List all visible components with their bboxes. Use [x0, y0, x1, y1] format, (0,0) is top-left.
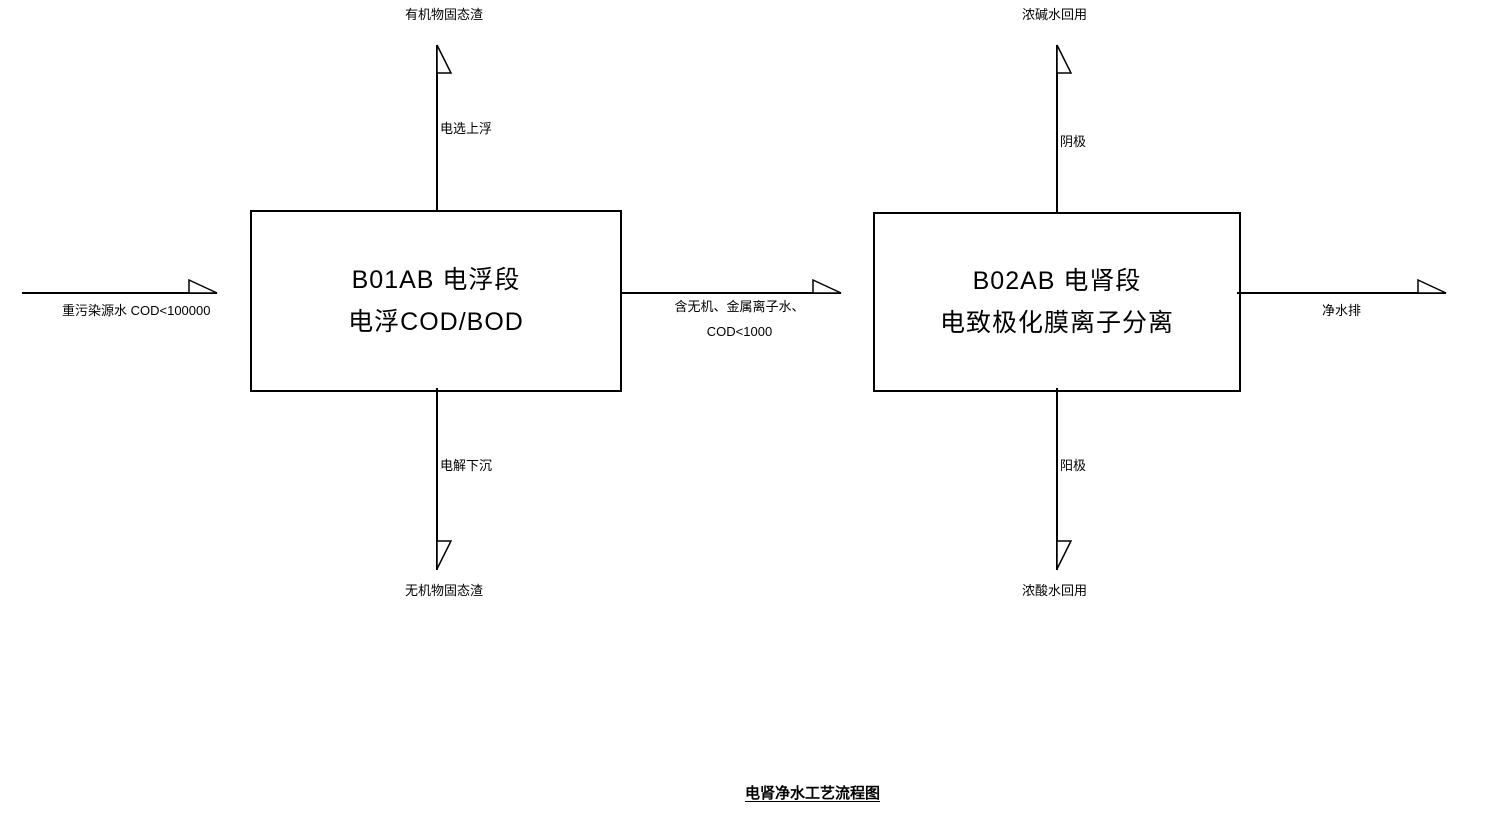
b01-top-flow-line [436, 45, 438, 210]
interstage-flow-line [620, 292, 841, 294]
b01-top-output-label: 有机物固态渣 [405, 7, 484, 22]
process-box-b02: B02AB 电肾段 电致极化膜离子分离 [873, 212, 1241, 392]
box-b01-title: B01AB 电浮段 [351, 266, 521, 294]
diagram-title: 电肾净水工艺流程图 [744, 785, 880, 802]
b01-top-stream-label: 电选上浮 [440, 121, 493, 136]
arrow-right-icon [1417, 279, 1447, 294]
arrow-right-icon [188, 279, 218, 294]
interstage-stream-label-line1: 含无机、金属离子水、 [674, 299, 805, 314]
inlet-stream-label: 重污染源水 COD<100000 [62, 303, 211, 318]
box-b02-title: B02AB 电肾段 [972, 267, 1142, 295]
b02-bottom-output-label: 浓酸水回用 [1022, 583, 1088, 598]
interstage-stream-label-line2: COD<1000 [706, 324, 773, 339]
arrow-down-icon [1056, 540, 1072, 570]
b01-bottom-output-label: 无机物固态渣 [405, 583, 484, 598]
outlet-flow-line [1237, 292, 1446, 294]
arrow-down-icon [436, 540, 452, 570]
box-b01-subtitle: 电浮COD/BOD [348, 308, 524, 336]
arrow-up-icon [1056, 44, 1072, 74]
outlet-stream-label: 净水排 [1322, 303, 1362, 318]
b02-top-stream-label: 阴极 [1060, 134, 1087, 149]
process-box-b01: B01AB 电浮段 电浮COD/BOD [250, 210, 622, 392]
interstage-stream-label: 含无机、金属离子水、 COD<1000 [642, 299, 837, 339]
b01-bottom-stream-label: 电解下沉 [440, 458, 493, 473]
b02-bottom-flow-line [1056, 388, 1058, 570]
b02-bottom-stream-label: 阳极 [1060, 458, 1087, 473]
arrow-up-icon [436, 44, 452, 74]
b02-top-flow-line [1056, 45, 1058, 212]
box-b02-subtitle: 电致极化膜离子分离 [939, 309, 1174, 337]
inlet-flow-line [22, 292, 217, 294]
b01-bottom-flow-line [436, 388, 438, 570]
arrow-right-icon [812, 279, 842, 294]
b02-top-output-label: 浓碱水回用 [1022, 7, 1088, 22]
